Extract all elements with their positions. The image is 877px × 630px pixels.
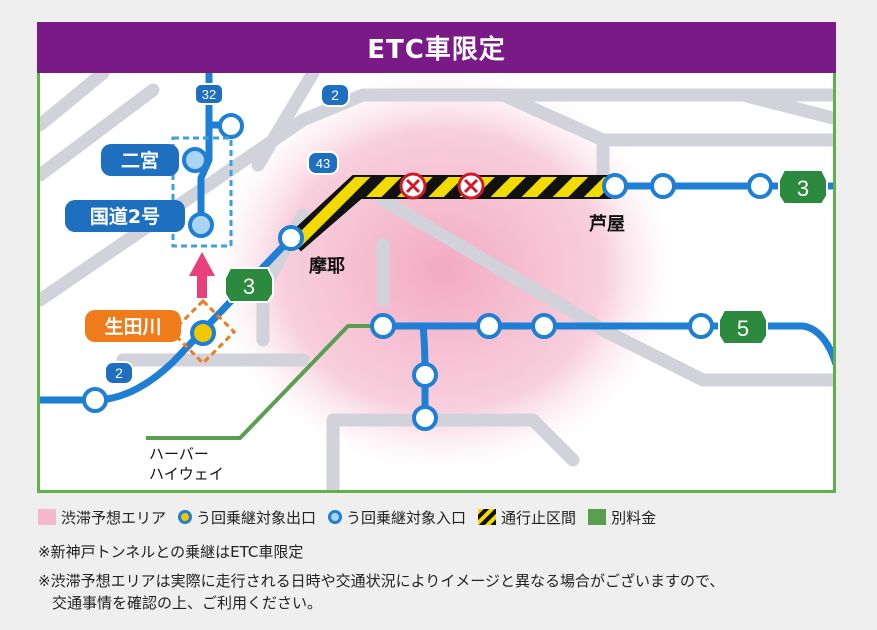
harbor-label-1: ハーバー [149,445,209,463]
jct-node [370,313,396,339]
harbor-highway-line [146,324,388,440]
jct-node [476,313,502,339]
svg-text:3: 3 [243,274,255,299]
jct-node [602,173,628,199]
route-32-line [197,73,213,230]
svg-text:国道2号: 国道2号 [90,205,160,228]
jct-node [412,405,438,431]
separate-fare-swatch [588,509,607,525]
legend-separate-fare-label: 別料金 [611,508,657,527]
note-congestion: ※渋滞予想エリアは実際に走行される日時や交通状況によりイメージと異なる場合がござ… [38,572,725,590]
harbor-label-2: ハイウェイ [149,465,224,483]
ikutagawa-label: 生田川 [85,310,181,342]
jct-node [218,113,244,139]
jct-node [747,173,773,199]
jct-node [278,225,304,251]
legend-congestion-label: 渋滞予想エリア [61,508,167,527]
route-43-shield: 43 [307,151,339,175]
svg-text:32: 32 [202,87,216,102]
legend-closed: 通行止区間 [478,507,576,528]
congestion-swatch [38,509,56,525]
map-title: ETC車限定 [37,22,836,73]
legend-entrance-label: う回乗継対象入口 [346,508,467,527]
entrance-swatch [328,510,343,524]
route-3-mid-shield: 3 [224,267,274,303]
legend-exit: う回乗継対象出口 [178,507,316,528]
jct-node [531,313,557,339]
svg-text:2: 2 [331,87,339,103]
legend-congestion: 渋滞予想エリア [38,507,166,528]
jct-node [688,313,714,339]
legend-separate-fare: 別料金 [588,507,656,528]
route-2-top-shield: 2 [320,83,350,107]
entrance-highlight-box [171,136,233,248]
detour-arrow [189,252,215,298]
map-legend: 渋滞予想エリア う回乗継対象出口 う回乗継対象入口 通行止区間 別料金 [38,506,668,528]
route-2-bottom-shield: 2 [104,361,134,385]
legend-closed-label: 通行止区間 [501,508,577,527]
route-5-shield: 5 [718,309,768,345]
closure-marker-1 [399,172,427,200]
note-etc: ※新神戸トンネルとの乗継はETC車限定 [38,543,304,561]
route-32-shield: 32 [194,83,224,105]
note-congestion-cont: 交通事情を確認の上、ご利用ください。 [52,594,323,612]
ninomiya-entrance-marker [182,147,208,173]
ashiya-label: 芦屋 [589,213,625,235]
route-3-east-shield: 3 [778,169,828,205]
ikutagawa-exit-marker [190,320,216,346]
legend-exit-label: う回乗継対象出口 [196,508,317,527]
svg-text:5: 5 [737,316,749,341]
jct-node [650,173,676,199]
svg-text:生田川: 生田川 [104,315,161,338]
kokudo2-label: 国道2号 [65,200,185,232]
svg-text:43: 43 [316,156,330,171]
legend-entrance: う回乗継対象入口 [328,507,466,528]
route-5-line [379,322,833,367]
ninomiya-label: 二宮 [101,144,179,176]
svg-text:二宮: 二宮 [121,149,159,172]
svg-text:2: 2 [115,365,123,381]
maya-label: 摩耶 [309,255,345,277]
exit-swatch [178,510,193,524]
svg-text:3: 3 [797,176,809,201]
exit-highlight-box [169,298,237,366]
closure-marker-2 [457,172,485,200]
closed-swatch [478,509,497,525]
kokudo2-entrance-marker [188,212,214,238]
jct-node [82,387,108,413]
jct-node [412,362,438,388]
route-map: 32 2 43 2 3 3 5 二宮 国道2号 生田川 摩耶 芦屋 ハーバー ハ… [37,73,836,493]
